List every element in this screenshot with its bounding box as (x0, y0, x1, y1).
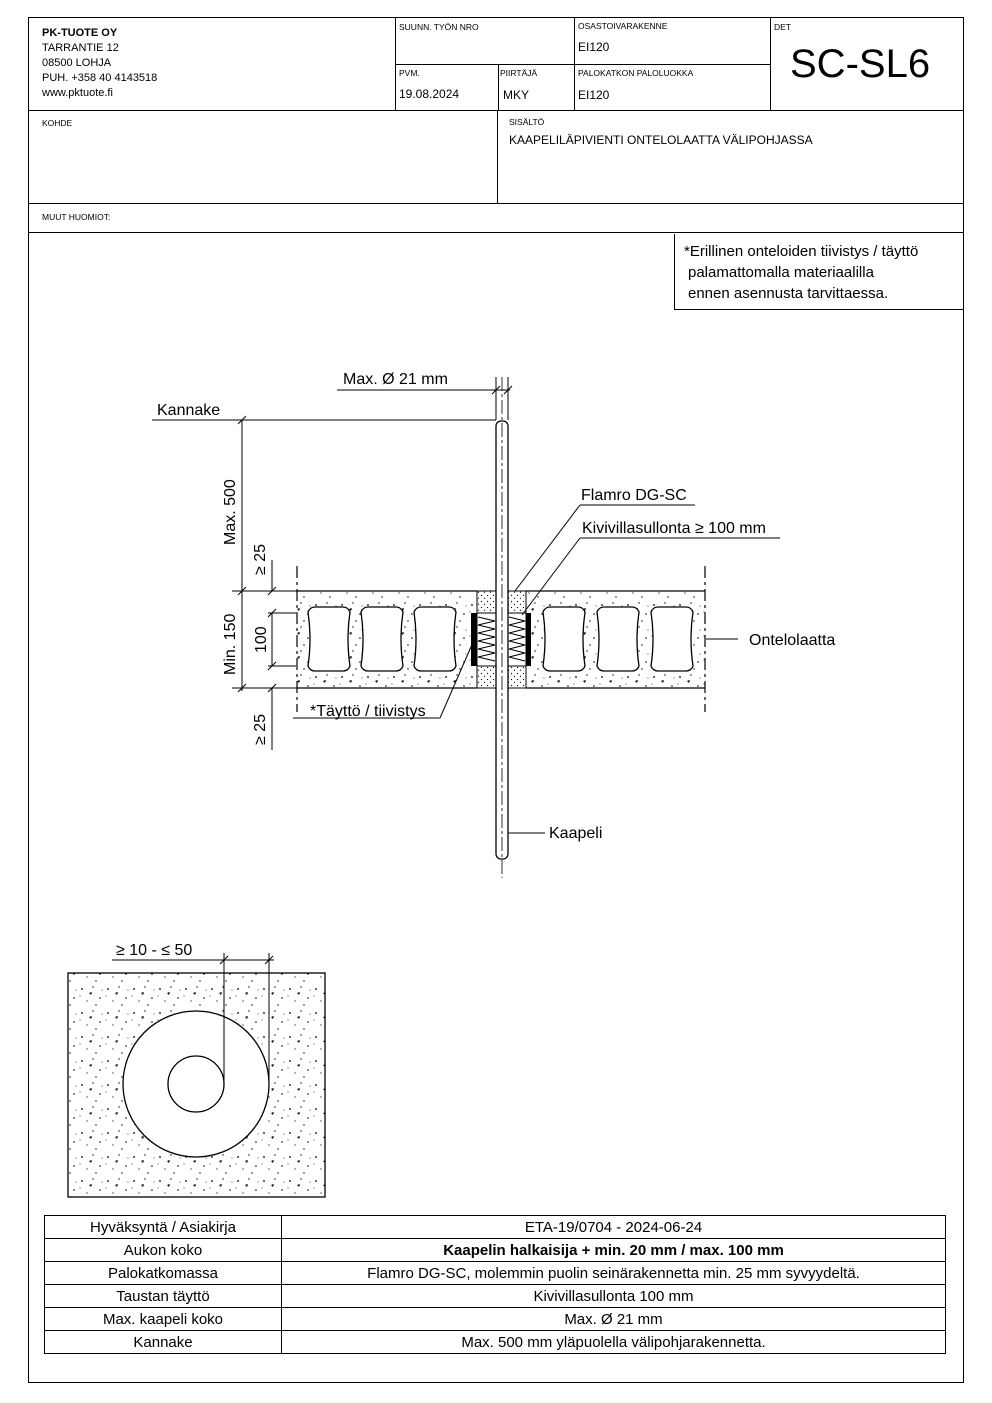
stone-wool-fill (471, 612, 531, 667)
det-value: SC-SL6 (790, 42, 931, 86)
section-drawing: Max. Ø 21 mm Kannake Max. 500 ≥ 25 Min. … (67, 371, 835, 1198)
date-value: 19.08.2024 (399, 87, 460, 101)
note-box: *Erillinen onteloiden tiivistys / täyttö… (674, 234, 964, 310)
table-value: Kaapelin halkaisija + min. 20 mm / max. … (281, 1238, 946, 1262)
ge-25-top-label: ≥ 25 (252, 544, 269, 575)
company-name: PK-TUOTE OY (42, 27, 118, 39)
table-key: Aukon koko (44, 1238, 282, 1262)
company-city: 08500 LOHJA (42, 57, 112, 69)
table-value: Max. 500 mm yläpuolella välipohjarakenne… (281, 1330, 946, 1354)
note-line-1: *Erillinen onteloiden tiivistys / täyttö (684, 243, 919, 260)
company-web: www.pktuote.fi (42, 87, 113, 99)
dimension-lines (152, 377, 513, 750)
table-row: Taustan täyttö Kivivillasullonta 100 mm (44, 1284, 946, 1308)
fire-class-value: EI120 (578, 88, 610, 102)
table-value: Kivivillasullonta 100 mm (281, 1284, 946, 1308)
flamro-label: Flamro DG-SC (581, 487, 687, 504)
company-block: PK-TUOTE OY TARRANTIE 12 08500 LOHJA PUH… (42, 26, 157, 101)
date-label: PVM. (399, 68, 420, 78)
title-divider (28, 203, 964, 204)
fire-class-label: PALOKATKON PALOLUOKKA (578, 68, 694, 78)
target-label: KOHDE (42, 118, 73, 128)
ge-25-bottom-label: ≥ 25 (252, 714, 269, 745)
table-row: Palokatkomassa Flamro DG-SC, molemmin pu… (44, 1261, 946, 1285)
slab-hollow-cores (307, 606, 694, 672)
table-row: Aukon koko Kaapelin halkaisija + min. 20… (44, 1238, 946, 1262)
table-value: ETA-19/0704 - 2024-06-24 (281, 1215, 946, 1239)
structure-label: OSASTOIVARAKENNE (578, 21, 668, 31)
table-value: Max. Ø 21 mm (281, 1307, 946, 1331)
kivivilla-label: Kivivillasullonta ≥ 100 mm (582, 520, 766, 537)
structure-value: EI120 (578, 40, 610, 54)
table-value: Flamro DG-SC, molemmin puolin seinäraken… (281, 1261, 946, 1285)
kannake-label: Kannake (157, 402, 220, 419)
cable (495, 377, 509, 878)
max-500-label: Max. 500 (222, 479, 239, 545)
title-divider (28, 110, 964, 111)
min-150-label: Min. 150 (222, 614, 239, 675)
drawer-label: PIIRTÄJÄ (500, 68, 538, 78)
content-label: SISÄLTÖ (509, 117, 545, 127)
dim-100-label: 100 (253, 626, 270, 653)
title-divider (395, 64, 770, 65)
title-divider (28, 232, 964, 233)
table-key: Kannake (44, 1330, 282, 1354)
title-divider (770, 17, 771, 110)
content-value: KAAPELILÄPIVIENTI ONTELOLAATTA VÄLIPOHJA… (509, 133, 813, 147)
spec-table: Hyväksyntä / Asiakirja ETA-19/0704 - 202… (44, 1215, 946, 1354)
company-phone: PUH. +358 40 4143518 (42, 72, 158, 84)
company-street: TARRANTIE 12 (42, 42, 119, 54)
title-divider (497, 110, 498, 203)
det-label: DET (774, 22, 791, 32)
table-row: Hyväksyntä / Asiakirja ETA-19/0704 - 202… (44, 1215, 946, 1239)
notes-label: MUUT HUOMIOT: (42, 212, 111, 222)
work-no-label: SUUNN. TYÖN NRO (399, 22, 479, 32)
note-line-2: palamattomalla materiaalilla (688, 264, 874, 281)
max-diameter-label: Max. Ø 21 mm (343, 371, 448, 388)
plan-view-detail: ≥ 10 - ≤ 50 (67, 942, 326, 1198)
table-row: Kannake Max. 500 mm yläpuolella välipohj… (44, 1330, 946, 1354)
drawer-value: MKY (503, 88, 530, 102)
ontelolaatta-label: Ontelolaatta (749, 632, 835, 649)
title-divider (395, 17, 396, 110)
tayttö-label: *Täyttö / tiivistys (310, 703, 426, 720)
title-divider (574, 17, 575, 110)
kaapeli-label: Kaapeli (549, 825, 602, 842)
table-key: Palokatkomassa (44, 1261, 282, 1285)
leader-lines (293, 504, 780, 834)
table-key: Hyväksyntä / Asiakirja (44, 1215, 282, 1239)
drawing-frame (28, 17, 964, 1383)
table-key: Max. kaapeli koko (44, 1307, 282, 1331)
gap-range-label: ≥ 10 - ≤ 50 (116, 942, 192, 959)
note-line-3: ennen asennusta tarvittaessa. (688, 285, 889, 302)
title-divider (498, 64, 499, 110)
table-row: Max. kaapeli koko Max. Ø 21 mm (44, 1307, 946, 1331)
table-key: Taustan täyttö (44, 1284, 282, 1308)
